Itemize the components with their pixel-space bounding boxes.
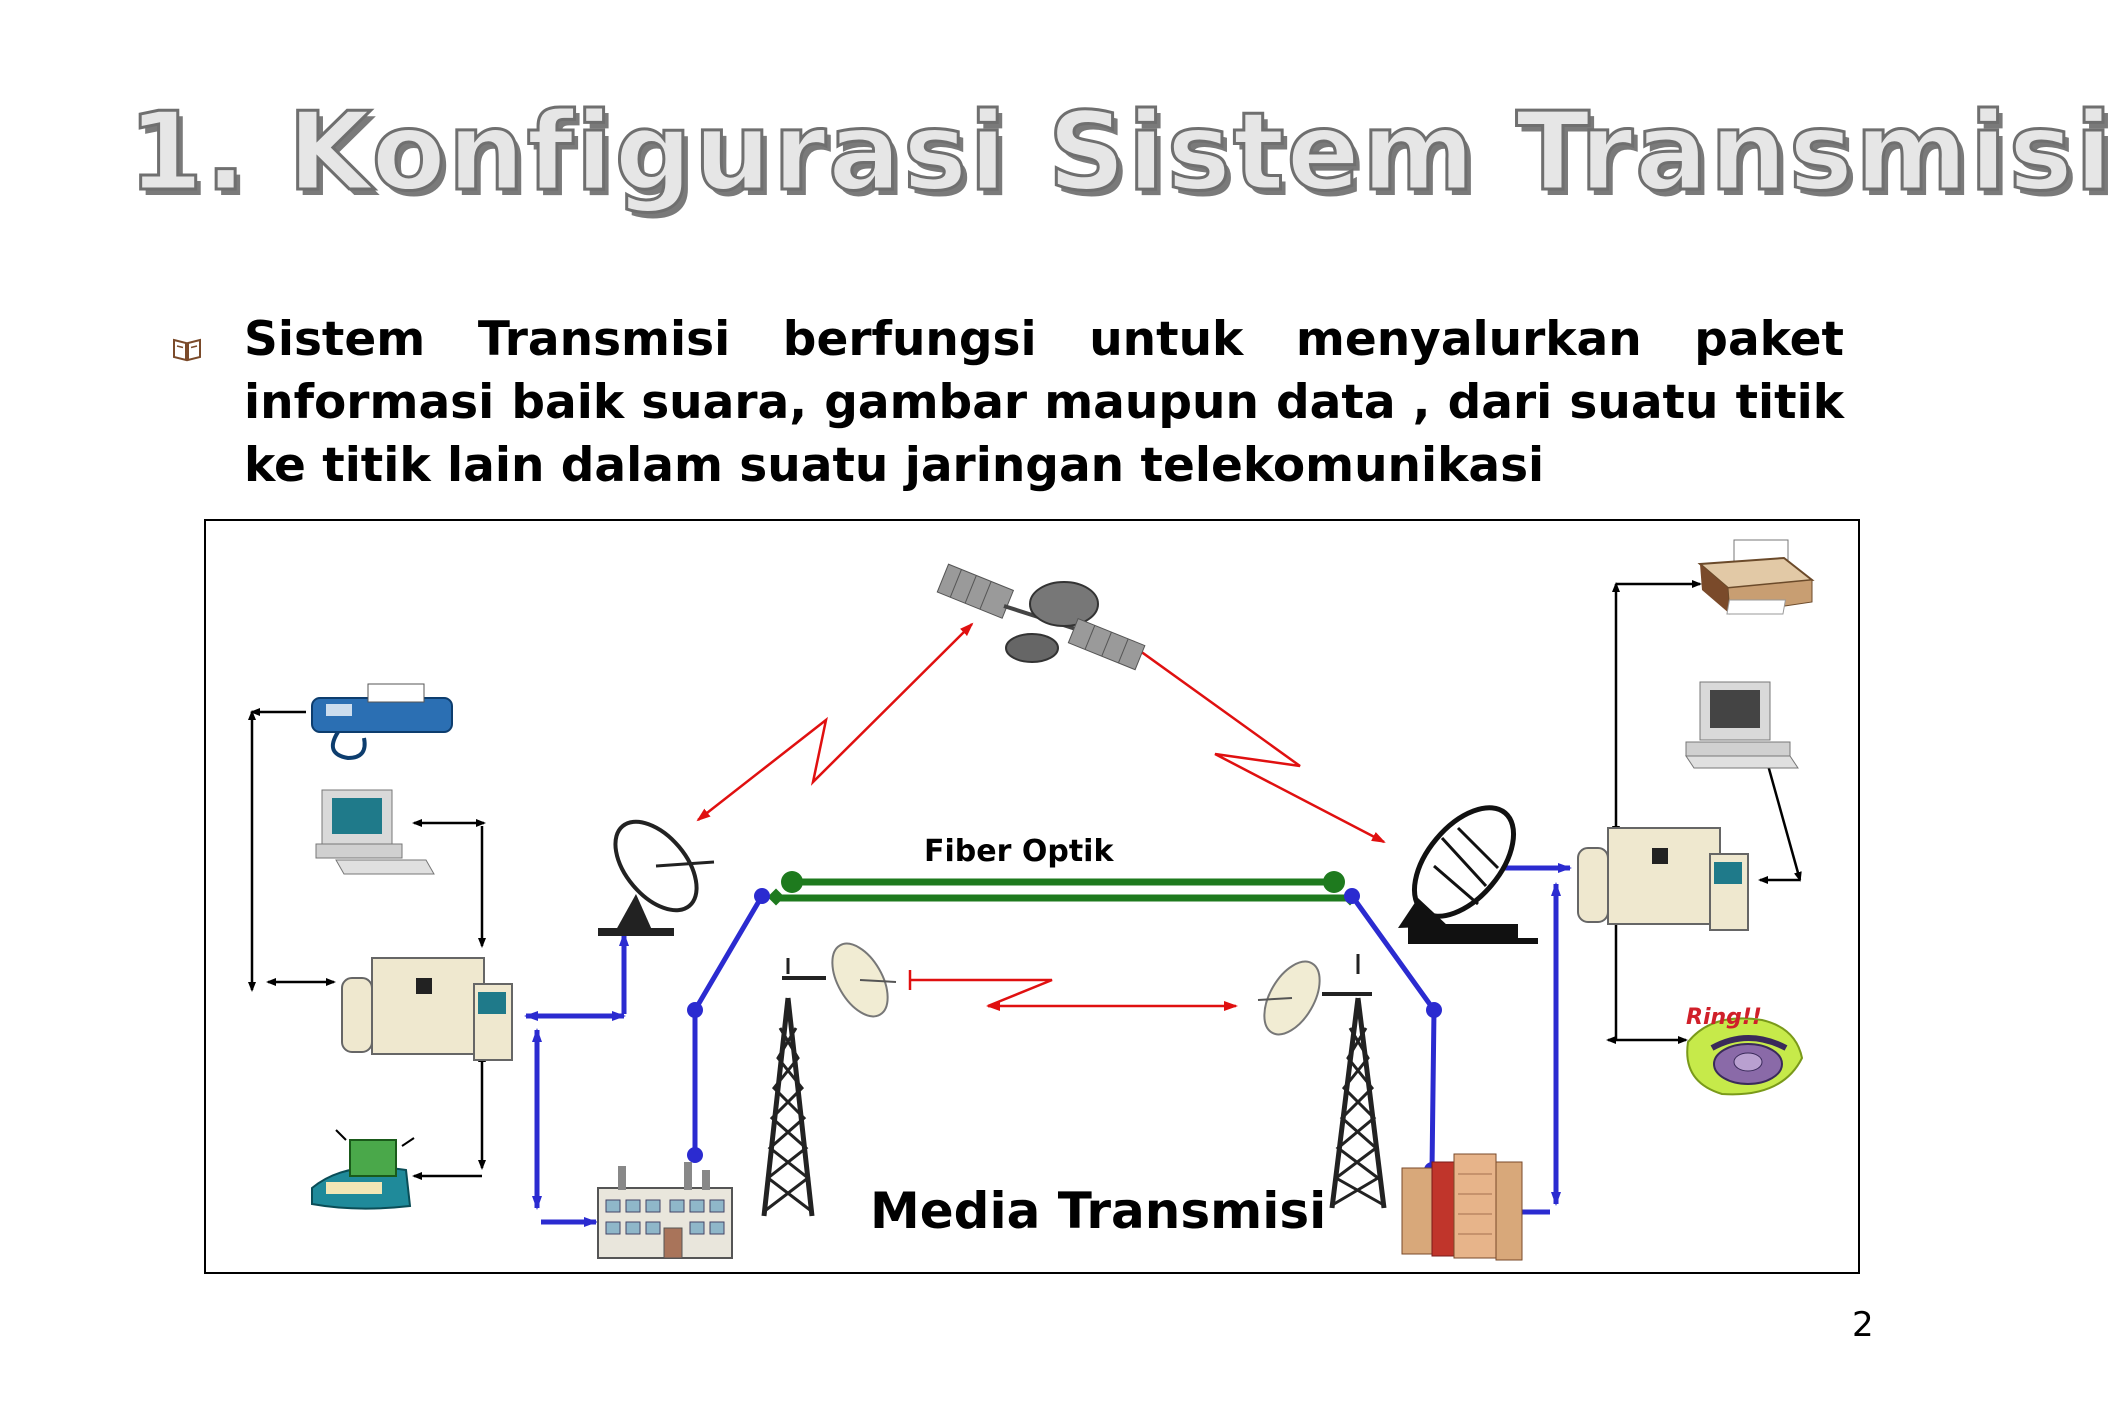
switch-exchange-icon <box>341 957 513 1061</box>
computer-icon <box>1685 681 1799 769</box>
svg-text:Ring!!: Ring!! <box>1686 1005 1762 1030</box>
page-number: 2 <box>1852 1305 1874 1345</box>
microwave-tower-icon <box>1257 954 1387 1209</box>
radio-link-left-satellite <box>696 622 974 822</box>
satellite-dish-icon <box>598 819 715 936</box>
fax-machine-icon <box>311 683 453 761</box>
radio-links <box>696 622 1386 1011</box>
transmission-diagram: Ring!! <box>248 539 1815 1261</box>
ringing-telephone-icon: Ring!! <box>1686 1005 1804 1096</box>
local-links <box>248 580 1802 1180</box>
bullet-text: Sistem Transmisi berfungsi untuk menyalu… <box>244 312 1844 493</box>
fax-phone-icon <box>311 1129 415 1210</box>
media-transmisi-label: Media Transmisi <box>870 1182 1327 1240</box>
fiber-optic-link <box>767 871 1359 906</box>
slide-title: 1. Konfigurasi Sistem Transmisi <box>127 89 2114 217</box>
access-link-nodes <box>687 888 1442 1178</box>
exchange-building-icon <box>1401 1153 1523 1261</box>
microwave-tower-icon <box>761 942 897 1217</box>
computer-icon <box>315 789 435 875</box>
printer-icon <box>1697 539 1815 615</box>
book-icon <box>173 338 201 362</box>
switch-exchange-icon <box>1577 827 1749 931</box>
satellite-icon <box>936 563 1146 671</box>
fiber-optic-label: Fiber Optik <box>924 834 1114 869</box>
radio-link-satellite-right <box>1120 636 1386 844</box>
radio-link-microwave <box>910 978 1238 1011</box>
earth-station-icon <box>1398 805 1538 944</box>
office-building-icon <box>597 1162 733 1259</box>
